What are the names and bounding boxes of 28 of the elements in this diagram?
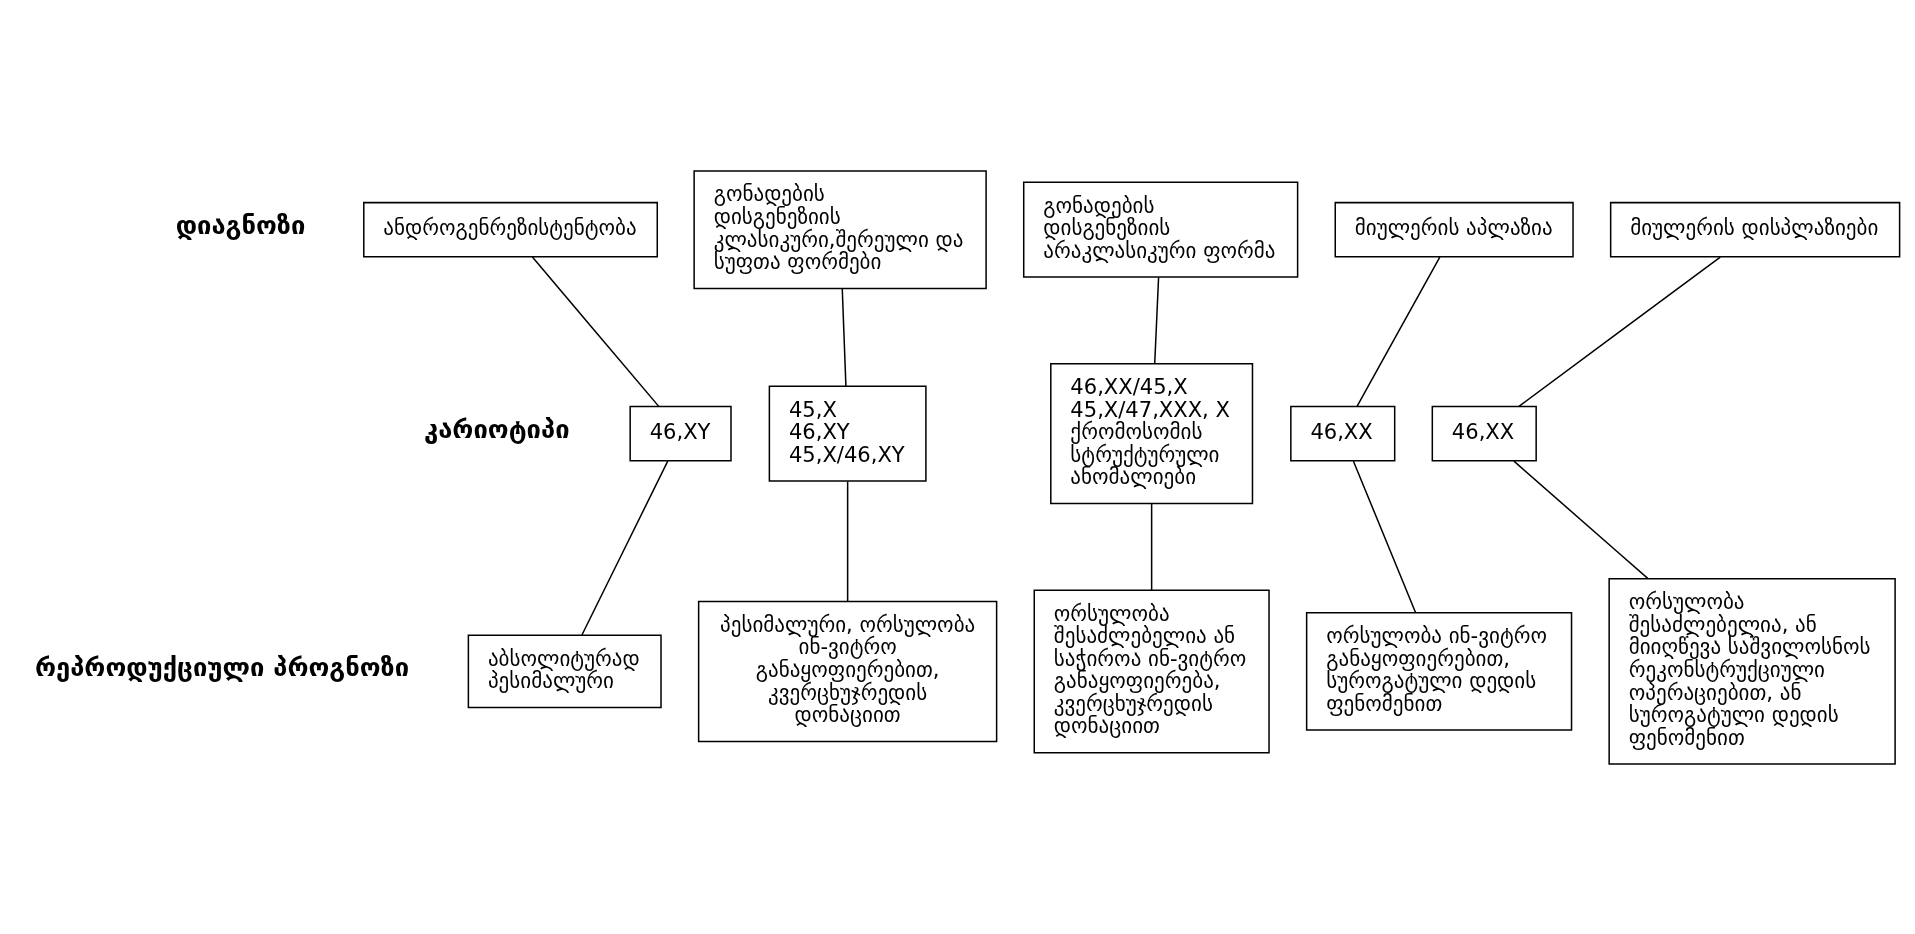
node-box: ანდროგენრეზისტენტობა — [363, 201, 658, 258]
node-box: 45,X 46,XY 45,X/46,XY — [768, 385, 927, 482]
connector — [1356, 255, 1441, 407]
connector — [1154, 276, 1160, 364]
connector — [846, 480, 849, 602]
label: კარიოტიპი — [423, 413, 570, 444]
node-box: აბსოლიტურად პესიმალური — [467, 634, 662, 708]
connector — [531, 255, 660, 407]
node-box: 46,XX — [1290, 405, 1396, 461]
connector — [1518, 255, 1722, 407]
connector — [1352, 459, 1417, 613]
node-box: ორსულობა შესაძლებელია ან საჭიროა ინ-ვიტრო განაყოფიერება, კვერცხუჯრედის დონაციით — [1033, 588, 1270, 753]
node-box: 46,XX — [1431, 405, 1537, 461]
node-box: მიულერის აპლაზია — [1334, 201, 1574, 258]
connector — [1513, 459, 1649, 579]
node-box: გონადების დისგენეზიის კლასიკური,შერეული და სუფთა ფორმები — [693, 169, 987, 289]
node-box: 46,XY — [629, 405, 732, 461]
connector — [581, 459, 669, 636]
label: დიაგნოზი — [175, 209, 306, 240]
node-box: ორსულობა შესაძლებელია, ან მიიღწევა საშვილოსნოს რეკონსტრუქციული ოპერაციებით, ან სუროგატული დედის ფენომენით — [1608, 577, 1896, 765]
connector — [1150, 502, 1153, 591]
label: რეპროდუქციული პროგნოზი — [34, 651, 410, 682]
node-box: 46,XX/45,X 45,X/47,XXX, X ქრომოსომის სტრუქტურული ანომალიები — [1050, 362, 1254, 504]
node-box: გონადების დისგენეზიის არაკლასიკური ფორმა — [1022, 181, 1299, 278]
connector — [841, 287, 847, 387]
node-box: ორსულობა ინ-ვიტრო განაყოფიერებით, სუროგატული დედის ფენომენით — [1305, 611, 1573, 731]
node-box: მიულერის დისპლაზიები — [1609, 201, 1901, 258]
node-box: პესიმალური, ორსულობა ინ-ვიტრო განაყოფიერებით, კვერცხუჯრედის დონაციით — [697, 600, 998, 742]
